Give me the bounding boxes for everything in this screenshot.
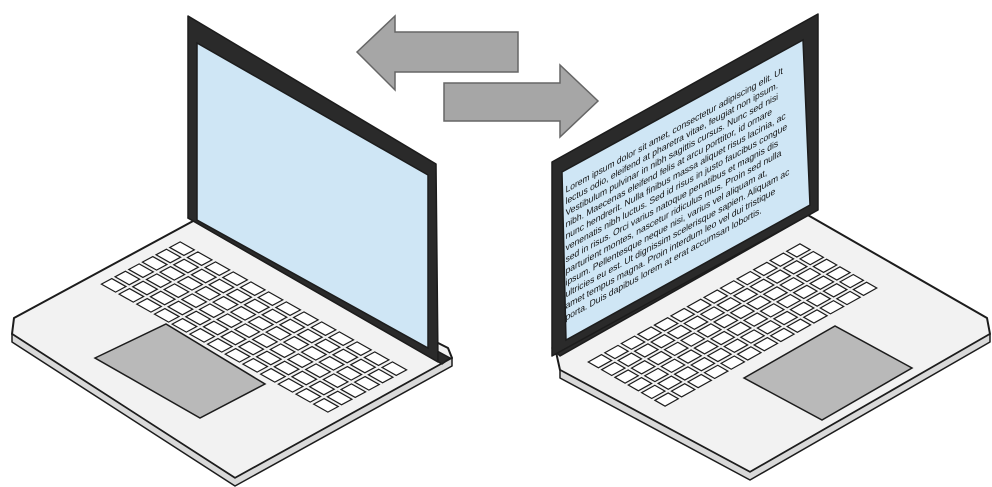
arrow-left-icon [357,16,518,90]
arrow-right-icon [444,65,598,137]
transfer-arrows [357,16,598,137]
right-laptop: Lorem ipsum dolor sit amet, consectetur … [552,14,990,480]
